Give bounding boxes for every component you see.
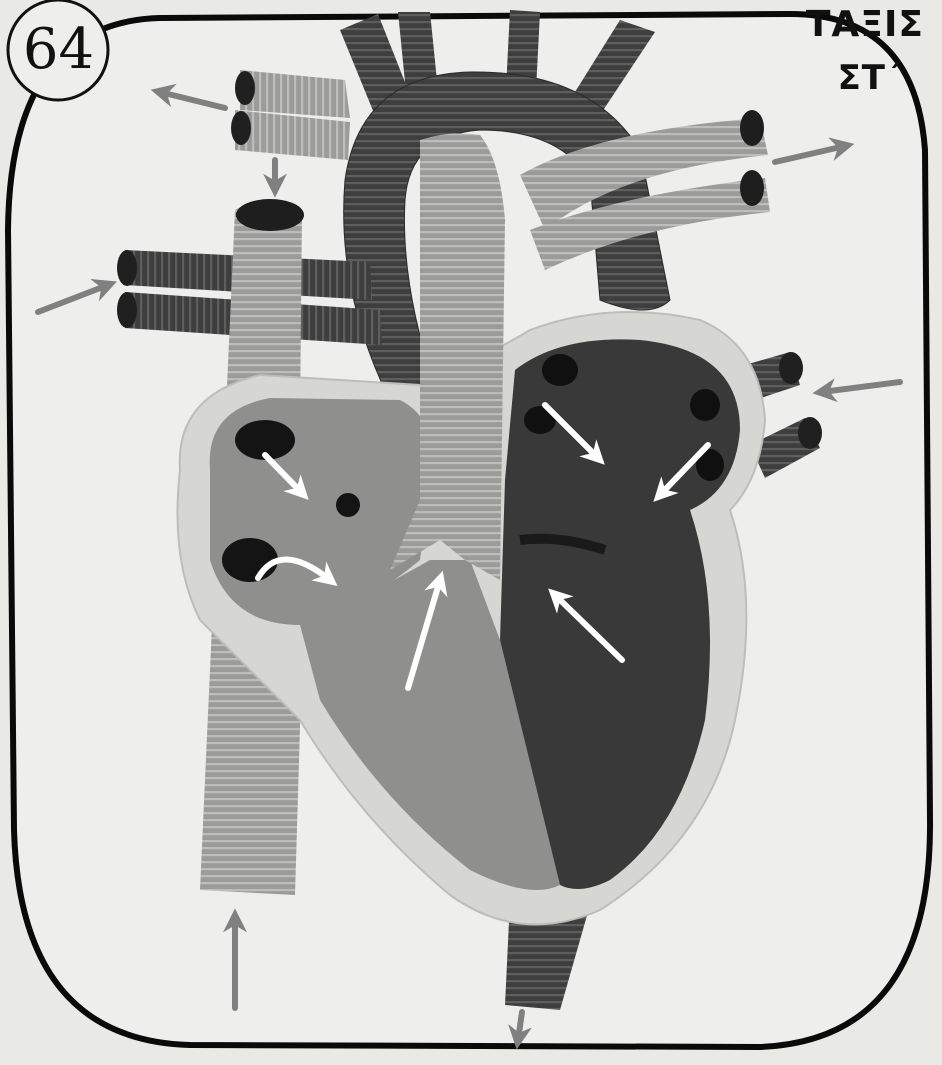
arrow-aorta-out	[518, 1012, 522, 1040]
page-number-circle	[8, 0, 108, 100]
class-label-line1: ΤΑΞΙΣ	[806, 4, 924, 45]
class-label-line2: ΣΤ΄	[838, 58, 902, 98]
